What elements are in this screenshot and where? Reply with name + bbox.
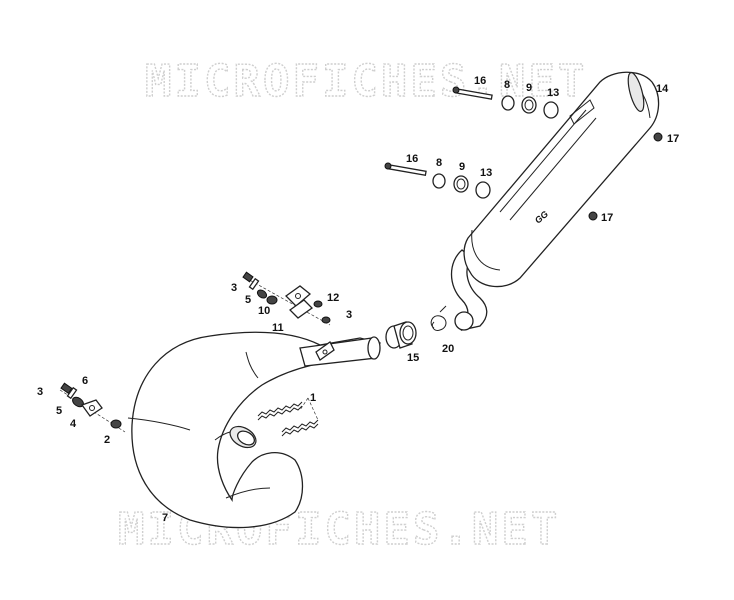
callout-3-left: 3	[37, 386, 43, 398]
callout-13-upper: 13	[547, 87, 559, 99]
upper-bracket-hardware	[242, 271, 331, 326]
callout-15: 15	[407, 352, 419, 364]
callout-8-lower: 8	[436, 157, 442, 169]
silencer-mount-lower	[384, 162, 491, 199]
callout-20: 20	[442, 343, 454, 355]
springs	[257, 397, 319, 437]
callout-8-upper: 8	[504, 79, 510, 91]
callout-17-upper: 17	[667, 133, 679, 145]
callout-16-lower: 16	[406, 153, 418, 165]
callout-6: 6	[82, 375, 88, 387]
connector-sleeve	[385, 321, 417, 349]
silencer-mount-upper	[452, 86, 559, 119]
callout-7: 7	[162, 512, 168, 524]
retaining-clip	[430, 305, 447, 331]
callout-16-upper: 16	[474, 75, 486, 87]
callout-14: 14	[656, 83, 669, 95]
callout-2: 2	[104, 434, 110, 446]
nut-17-upper	[653, 132, 663, 142]
watermark-top: MICROFICHES.NET	[145, 56, 587, 107]
callout-1: 1	[310, 392, 316, 404]
callout-11: 11	[272, 322, 284, 334]
callout-13-lower: 13	[480, 167, 492, 179]
silencer: GG	[450, 71, 660, 331]
callout-9-lower: 9	[459, 161, 465, 173]
nut-17-lower	[588, 211, 598, 221]
chamber-mount-hardware	[59, 382, 126, 433]
callout-5-upper: 5	[245, 294, 251, 306]
callout-3-upper: 3	[231, 282, 237, 294]
callout-17-lower: 17	[601, 212, 613, 224]
callout-3-right: 3	[346, 309, 352, 321]
callout-9-upper: 9	[526, 82, 532, 94]
callout-labels: 1 2 3 3 3 4 5 5 6 7 8 8 9 9 10 11 12 13 …	[37, 75, 679, 524]
callout-5-left: 5	[56, 405, 62, 417]
expansion-chamber	[127, 331, 381, 529]
callout-12: 12	[327, 292, 339, 304]
callout-10: 10	[258, 305, 270, 317]
callout-4: 4	[70, 418, 77, 430]
